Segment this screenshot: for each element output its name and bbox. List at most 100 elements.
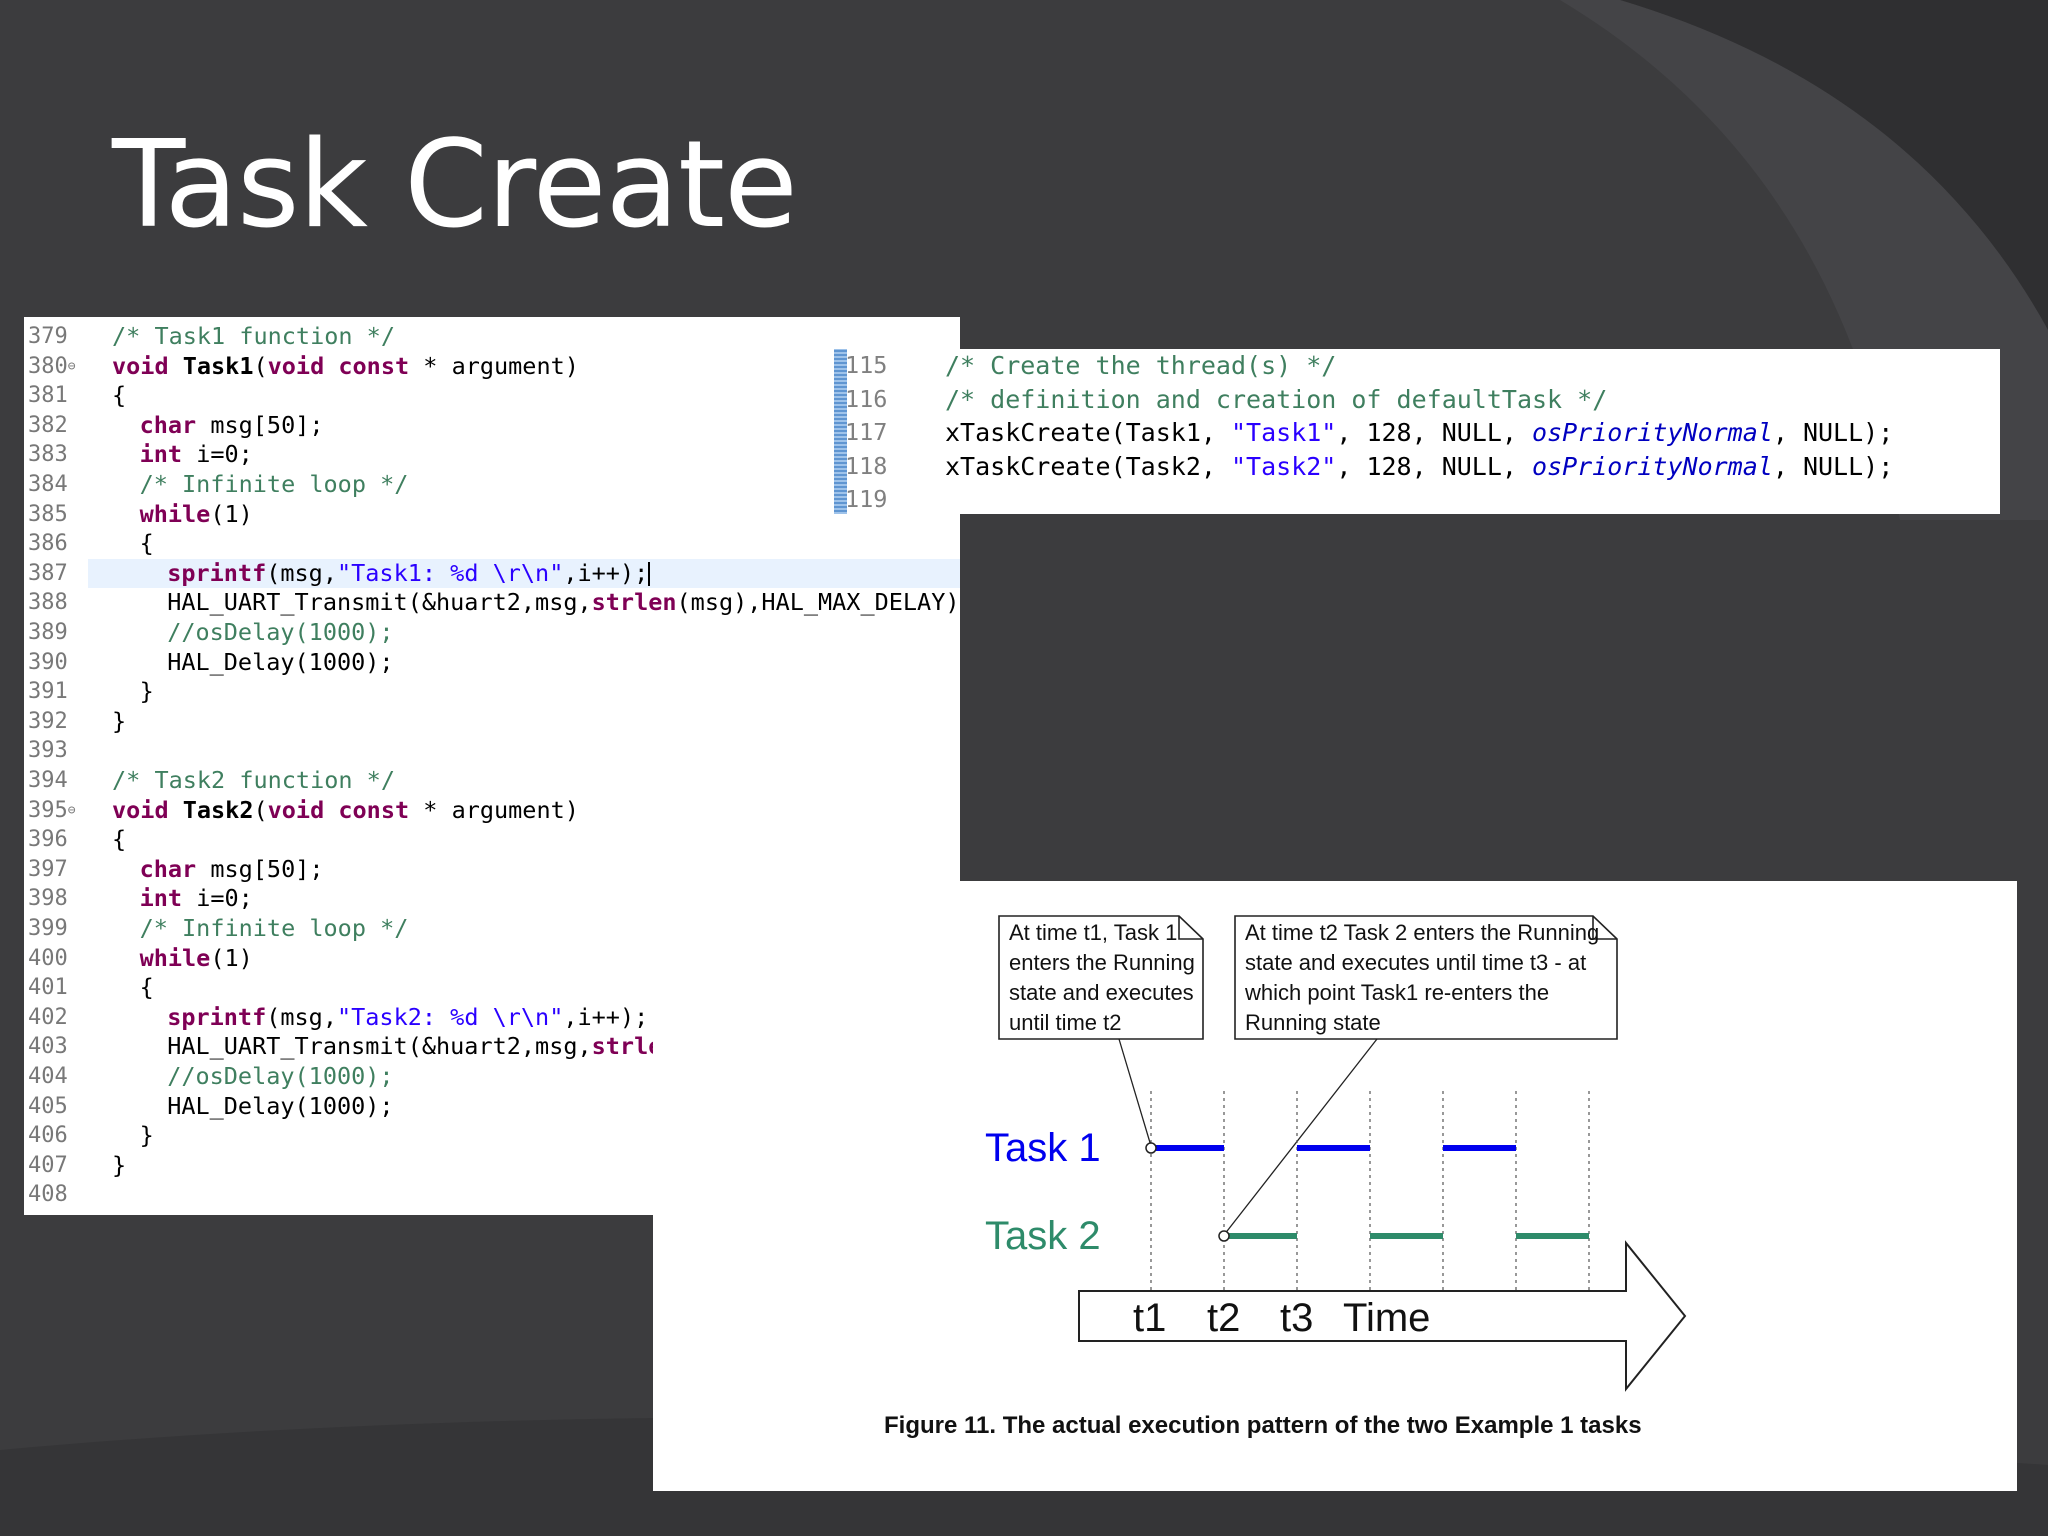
code-token: Task2 [168, 795, 254, 824]
line-number: 382 [28, 412, 68, 438]
code-line[interactable]: { [140, 529, 154, 559]
code-line[interactable]: while(1) [140, 944, 253, 974]
code-line[interactable]: void Task2(void const * argument) [112, 796, 579, 826]
code-token: HAL_Delay(1000); [167, 1091, 394, 1120]
code-token: sprintf [167, 1002, 267, 1031]
line-number: 407 [28, 1152, 68, 1178]
note2-leader-line [1223, 1038, 1378, 1236]
code-token: int [139, 884, 183, 913]
code-line[interactable]: //osDelay(1000); [167, 1062, 393, 1092]
code-line[interactable]: sprintf(msg,"Task1: %d \r\n",i++); [167, 558, 651, 589]
line-number: 388 [28, 590, 68, 616]
code-token: (msg, [266, 558, 337, 587]
code-line[interactable]: //osDelay(1000); [167, 618, 393, 648]
code-line[interactable]: } [140, 1121, 154, 1151]
line-number: 402 [28, 1004, 68, 1030]
note1-line: until time t2 [1009, 1010, 1122, 1035]
code-line[interactable]: } [112, 1151, 126, 1181]
code-token: { [112, 825, 127, 854]
code-token: (msg),HAL_MAX_DELAY); [676, 588, 960, 617]
code-line[interactable]: xTaskCreate(Task2, "Task2", 128, NULL, o… [945, 450, 1893, 484]
code-token: osPriorityNormal [1532, 451, 1773, 481]
code-token: ,i++); [563, 1002, 649, 1031]
code-line[interactable]: /* definition and creation of defaultTas… [945, 383, 1607, 417]
code-line[interactable]: HAL_UART_Transmit(&huart2,msg,strlen(msg… [167, 588, 960, 618]
line-number: 389 [28, 620, 68, 645]
code-line[interactable]: xTaskCreate(Task1, "Task1", 128, NULL, o… [945, 416, 1893, 450]
code-token: { [139, 973, 154, 1002]
line-number: 395⊖ [28, 797, 76, 823]
note2-line: which point Task1 re-enters the [1244, 980, 1549, 1005]
code-token: (msg, [266, 1002, 337, 1031]
code-line[interactable]: /* Infinite loop */ [140, 914, 409, 944]
code-token: } [112, 1150, 127, 1179]
code-line[interactable]: { [112, 825, 126, 855]
code-line[interactable]: /* Task1 function */ [112, 322, 395, 352]
code-line[interactable]: int i=0; [140, 884, 253, 914]
code-editor-task-functions[interactable]: 379/* Task1 function */380⊖void Task1(vo… [24, 317, 960, 1215]
code-line[interactable]: HAL_Delay(1000); [167, 1092, 393, 1122]
code-token: } [139, 677, 154, 706]
note1-line: state and executes [1009, 980, 1194, 1005]
fold-toggle-icon[interactable]: ⊖ [67, 802, 76, 818]
code-line[interactable]: char msg[50]; [140, 855, 324, 885]
code-token: { [139, 529, 154, 558]
task1-label: Task 1 [985, 1126, 1101, 1170]
slide-title: Task Create [112, 116, 798, 255]
code-token: /* Task2 function */ [112, 766, 395, 794]
line-number: 403 [28, 1034, 68, 1060]
line-number: 117 [845, 418, 888, 447]
code-line[interactable]: HAL_Delay(1000); [167, 648, 393, 678]
line-number: 408 [28, 1182, 68, 1208]
line-number: 405 [28, 1093, 68, 1119]
code-token: //osDelay(1000); [167, 618, 394, 646]
code-token: /* Create the thread(s) */ [945, 351, 1337, 380]
task2-label: Task 2 [985, 1214, 1101, 1258]
code-token: //osDelay(1000); [167, 1062, 394, 1090]
code-line[interactable]: { [112, 381, 126, 411]
code-token: i=0; [182, 440, 253, 469]
code-token: void [112, 351, 169, 380]
code-token: osPriorityNormal [1532, 418, 1773, 448]
code-token: "Task2: %d \r\n" [336, 1002, 564, 1031]
code-token: /* Infinite loop */ [139, 470, 409, 498]
code-token: void [267, 795, 325, 824]
code-line[interactable]: char msg[50]; [140, 411, 324, 441]
code-line[interactable]: { [140, 973, 154, 1003]
axis-tick-t3: t3 [1280, 1296, 1313, 1340]
code-line[interactable]: /* Infinite loop */ [140, 470, 409, 500]
line-number: 394 [28, 768, 68, 793]
code-line[interactable]: /* Create the thread(s) */ [945, 349, 1336, 383]
code-line[interactable]: sprintf(msg,"Task2: %d \r\n",i++); [167, 1003, 648, 1033]
line-number: 387 [28, 560, 68, 586]
code-token: Task1 [168, 351, 254, 380]
code-editor-task-create[interactable]: 115 /* Create the thread(s) */ 116 /* defin… [829, 349, 2000, 514]
code-token: "Task2" [1230, 451, 1337, 481]
code-token: "Task1: %d \r\n" [336, 558, 564, 587]
code-line[interactable]: int i=0; [140, 440, 253, 470]
line-number: 381 [28, 383, 68, 409]
fold-toggle-icon[interactable]: ⊖ [67, 358, 76, 374]
code-line[interactable]: void Task1(void const * argument) [112, 352, 579, 382]
note1-line: enters the Running [1009, 950, 1195, 975]
code-token: HAL_UART_Transmit(&huart2,msg, [167, 1032, 592, 1061]
line-number: 116 [845, 384, 888, 413]
axis-tick-t1: t1 [1133, 1296, 1166, 1340]
code-line[interactable]: } [112, 707, 126, 737]
line-number: 384 [28, 472, 68, 497]
line-number: 115 [845, 351, 888, 379]
time-arrow [1078, 1240, 1687, 1392]
note-fold-t1 [1178, 916, 1203, 940]
code-line[interactable]: /* Task2 function */ [112, 766, 395, 796]
code-token: (1) [210, 499, 253, 528]
code-line[interactable]: } [140, 677, 154, 707]
note1-line: At time t1, Task 1 [1009, 920, 1177, 945]
code-token: ( [253, 795, 268, 824]
line-number: 391 [28, 679, 68, 705]
code-line[interactable]: while(1) [140, 500, 253, 530]
code-token: void [267, 351, 325, 380]
line-number: 386 [28, 531, 68, 557]
code-token: int [139, 440, 183, 469]
figure-caption: Figure 11. The actual execution pattern … [884, 1412, 1642, 1439]
text-cursor [648, 562, 651, 587]
